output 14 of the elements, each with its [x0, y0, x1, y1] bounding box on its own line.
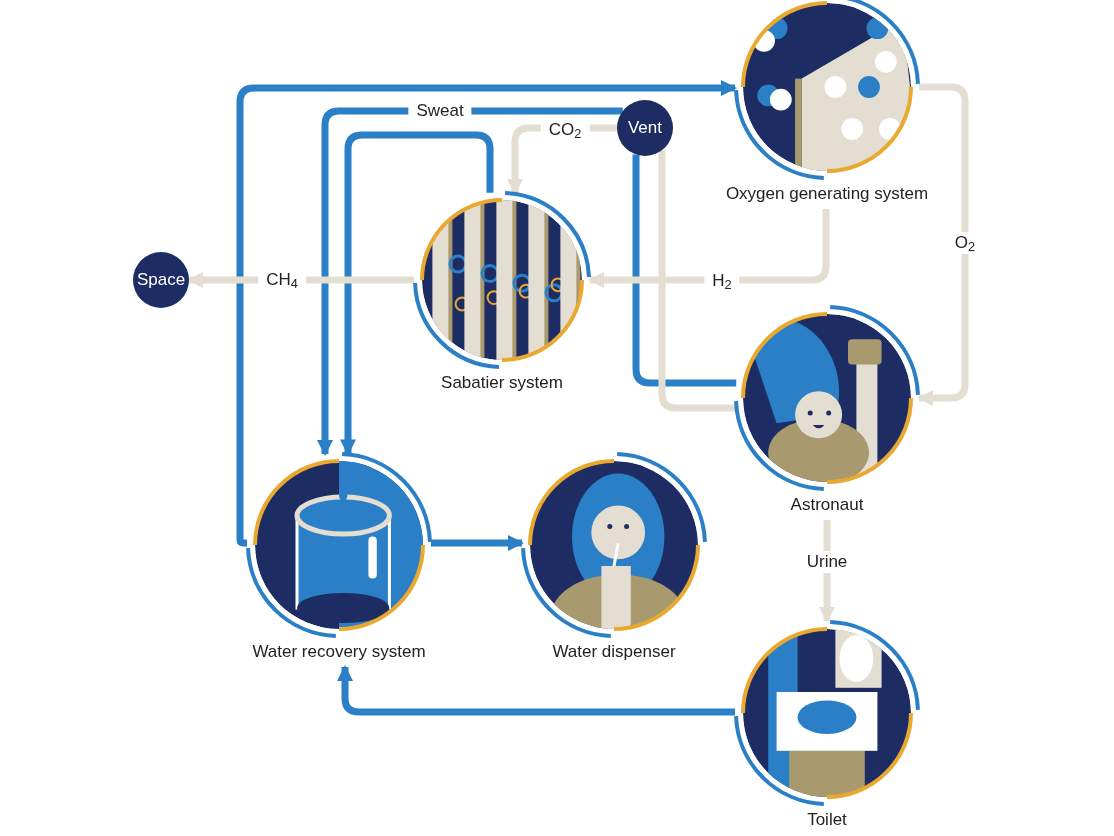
flow-arrow	[317, 107, 623, 457]
flow-line	[658, 150, 736, 412]
node-caption: Oxygen generating system	[725, 183, 929, 205]
flow-arrow	[236, 80, 737, 547]
flow-arrow	[340, 131, 494, 456]
flow-line	[632, 154, 737, 387]
node-caption: Water dispenser	[552, 641, 676, 663]
flow-arrow	[337, 665, 735, 716]
node-caption: Sabatier system	[441, 372, 563, 394]
node-caption: Water recovery system	[252, 641, 426, 663]
node-caption: Astronaut	[790, 494, 864, 516]
node-caption: Toilet	[807, 809, 847, 831]
flow-arrow	[917, 83, 969, 406]
flow-arrow	[431, 535, 524, 551]
